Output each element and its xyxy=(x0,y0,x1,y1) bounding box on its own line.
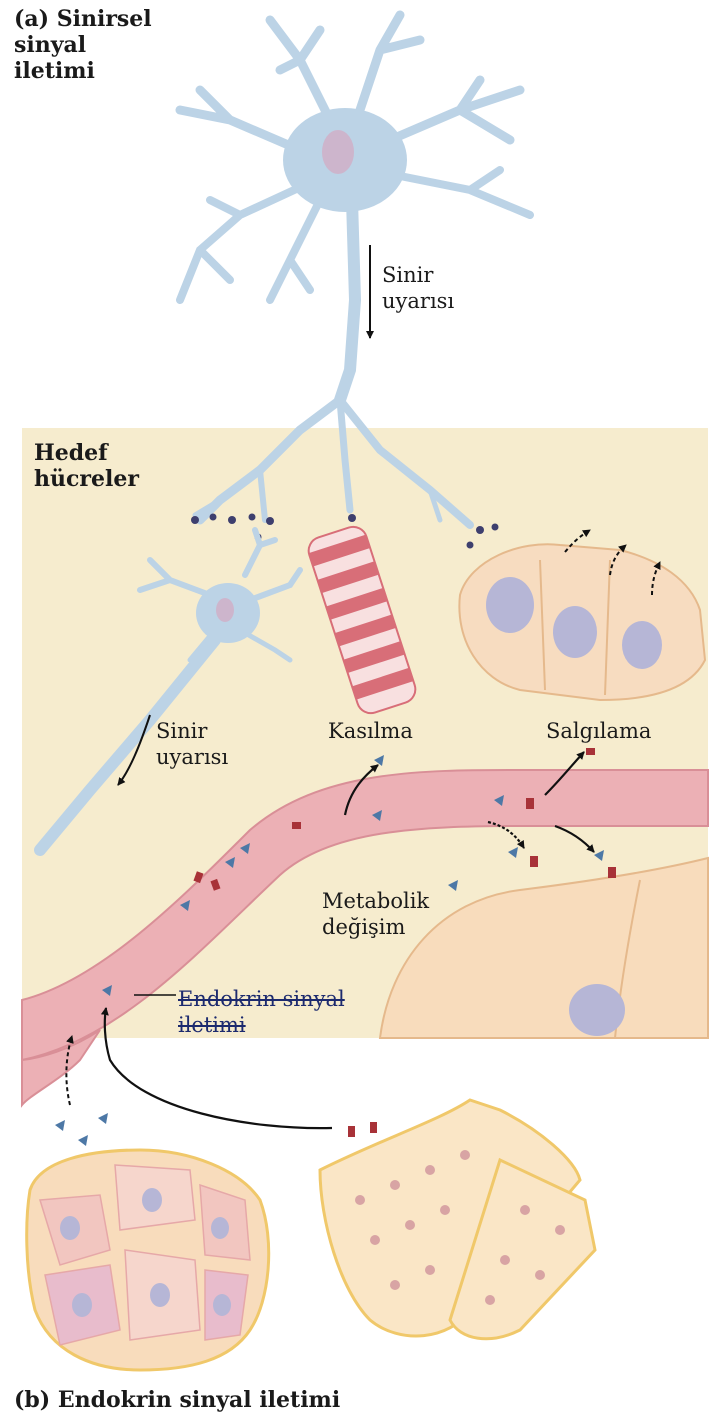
endocrine-gland-left xyxy=(27,1150,269,1370)
panel-a-title: (a) Sinirsel sinyal iletimi xyxy=(14,6,152,84)
contraction-label: Kasılma xyxy=(328,718,413,744)
secretion-label: Salgılama xyxy=(546,718,651,744)
target-neuron-nucleus xyxy=(216,598,234,622)
metabolic-change-label: Metabolik değişim xyxy=(322,888,462,940)
endocrine-signaling-label: Endokrin sinyal iletimi xyxy=(178,986,378,1038)
nerve-impulse-label-left: Sinir uyarısı xyxy=(156,718,256,770)
nerve-impulse-label-top: Sinir uyarısı xyxy=(382,262,472,314)
target-cells-label: Hedef hücreler xyxy=(34,440,139,492)
panel-b-title: (b) Endokrin sinyal iletimi xyxy=(14,1387,340,1413)
top-neuron-nucleus xyxy=(322,130,354,174)
endocrine-gland-right xyxy=(320,1100,595,1339)
